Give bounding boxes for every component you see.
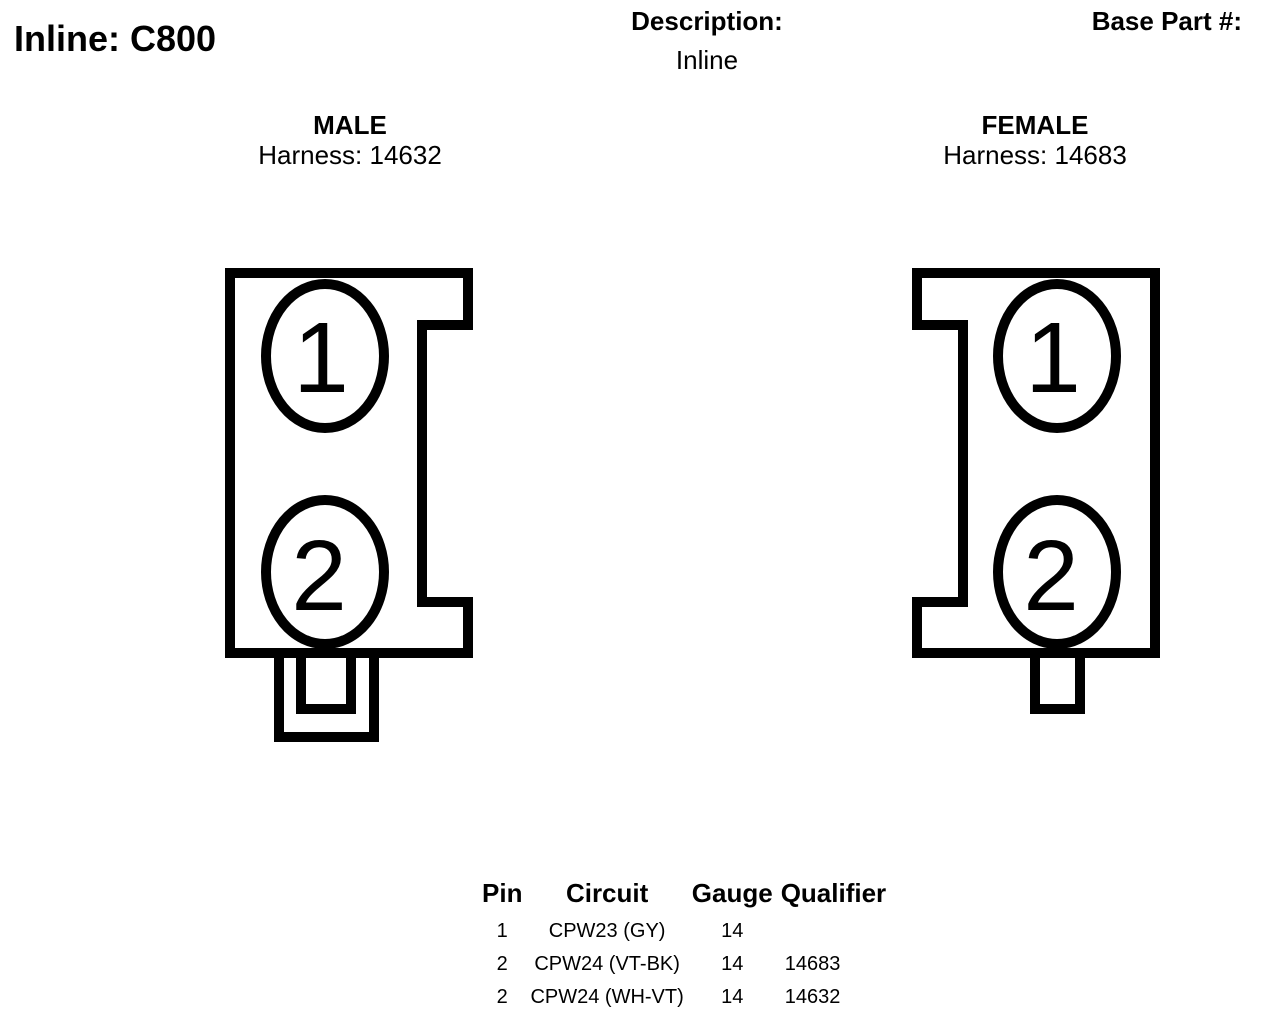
qualifier-cell: 14632 (784, 986, 841, 1008)
female-pin-2-number: 2 (1023, 520, 1079, 632)
circuit-cell: CPW24 (WH-VT) (530, 986, 684, 1008)
header-gauge: Gauge (691, 878, 773, 908)
description-value: Inline (675, 45, 739, 75)
male-harness: Harness: 14632 (258, 140, 442, 170)
male-latch-outer (274, 648, 379, 742)
connector-title: Inline: C800 (14, 18, 217, 59)
female-pin-2-outline (993, 495, 1121, 649)
male-pin-2-outline (261, 495, 389, 649)
header-qualifier: Qualifier (780, 878, 887, 908)
base-part-label: Base Part #: (1091, 6, 1242, 36)
circuit-cell: CPW24 (VT-BK) (534, 953, 680, 975)
header-circuit: Circuit (565, 878, 649, 908)
table-row: 2 CPW24 (WH-VT) 14 14632 (478, 981, 890, 1014)
male-latch-inner (296, 648, 356, 714)
table-row: 2 CPW24 (VT-BK) 14 14683 (478, 948, 890, 981)
circuit-cell: CPW23 (GY) (548, 920, 666, 942)
female-pin-1-outline (993, 279, 1121, 433)
table-header-row: Pin Circuit Gauge Qualifier (478, 878, 890, 915)
female-latch (1030, 648, 1085, 714)
male-pin-1-number: 1 (293, 302, 349, 414)
pin-cell: 2 (496, 986, 508, 1008)
table-row: 1 CPW23 (GY) 14 (478, 915, 890, 948)
gauge-cell: 14 (721, 986, 744, 1008)
female-label: FEMALE (981, 110, 1089, 140)
pin-cell: 1 (496, 920, 508, 942)
pin-table: Pin Circuit Gauge Qualifier 1 CPW23 (GY)… (478, 878, 890, 1014)
qualifier-cell: 14683 (784, 953, 841, 975)
male-label: MALE (313, 110, 387, 140)
female-harness: Harness: 14683 (943, 140, 1127, 170)
description-label: Description: (631, 6, 783, 36)
male-pin-2-number: 2 (291, 520, 347, 632)
pin-cell: 2 (496, 953, 508, 975)
gauge-cell: 14 (721, 920, 744, 942)
gauge-cell: 14 (721, 953, 744, 975)
header-pin: Pin (482, 878, 523, 908)
female-pin-1-number: 1 (1025, 302, 1081, 414)
male-pin-1-outline (261, 279, 389, 433)
qualifier-cell (777, 915, 890, 948)
